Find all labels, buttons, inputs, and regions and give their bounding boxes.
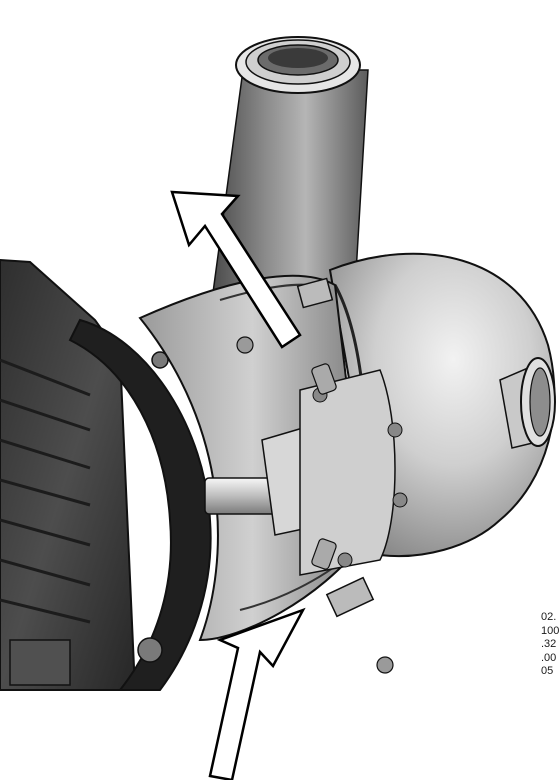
- side-label: 02.: [541, 611, 557, 623]
- cropped-side-labels: 02. 100 .32 .00 05: [541, 611, 560, 679]
- outlet-pipe: [211, 36, 369, 309]
- motor-body: [0, 258, 137, 691]
- outlet-arrow: [170, 190, 302, 349]
- motor-flange: [68, 318, 212, 691]
- shaft-coupling: [204, 363, 408, 576]
- inlet-arrow: [208, 607, 306, 780]
- side-label: 05: [541, 665, 554, 677]
- side-label: 100: [541, 624, 560, 637]
- side-label: .32: [541, 638, 557, 650]
- side-label: .00: [541, 651, 557, 664]
